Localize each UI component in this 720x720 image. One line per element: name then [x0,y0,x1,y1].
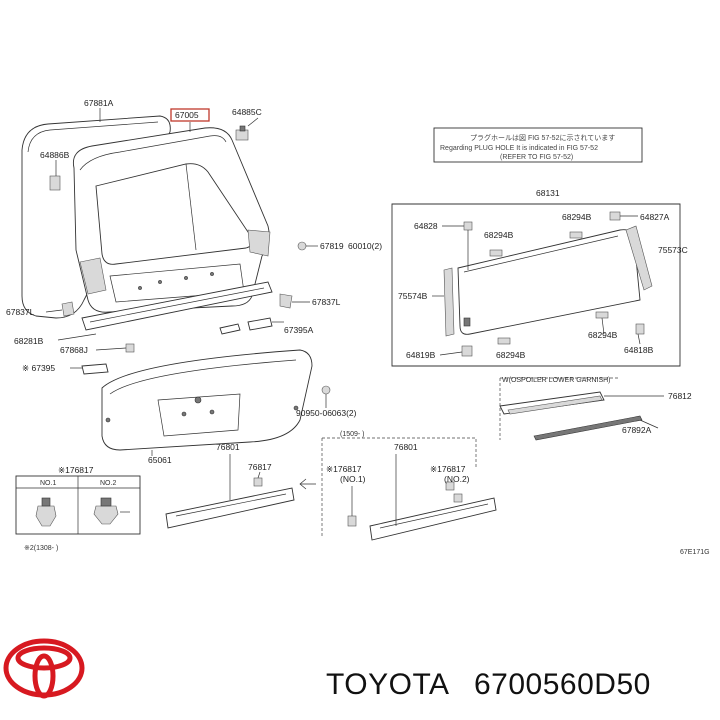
label-76817-no1: ※176817 [326,464,362,474]
arrow-left-icon [299,478,316,490]
spoiler-lower-garnish-group [499,377,664,441]
label-67892A: 67892A [622,425,652,435]
label-75573C: 75573C [658,245,688,255]
label-76801-right: 76801 [394,442,418,452]
hinge-67837L [279,293,310,309]
label-67395: ※ 67395 [22,363,55,373]
label-67881A: 67881A [84,98,114,108]
label-76817-box: ※176817 [58,465,94,475]
note-line-1: プラグホールは図 FIG 57-52に示されています [470,133,615,142]
highlight-box-67005 [170,108,210,122]
label-spoiler-garnish: W(OSPOILER LOWER GARNISH) [502,377,611,384]
label-76817-no2: ※176817 [430,464,466,474]
label-64818B: 64818B [624,345,654,355]
label-68294B-a: 68294B [484,230,514,240]
seal-68281B [57,333,97,341]
label-76817-no2-sub: (NO.2) [444,474,470,484]
label-68294B-b: 68294B [562,212,592,222]
label-75574B: 75574B [398,291,428,301]
label-76801-left: 76801 [216,442,240,452]
clip-67868J [95,343,135,353]
part-number: 6700560D50 [474,668,651,701]
clip-64885C [235,117,259,141]
label-68294B-d: 68294B [496,350,526,360]
label-64819B: 64819B [406,350,436,360]
note-line-3: (REFER TO FIG 57-52) [500,154,573,161]
label-76817-no1-sub: (NO.1) [340,474,366,484]
bolt-67819 [297,241,318,251]
garnish-67395A [219,317,284,335]
label-67395A: 67395A [284,325,314,335]
garnish-67395 [70,363,109,375]
label-76817-left: 76817 [248,462,272,472]
brand-name: TOYOTA [326,668,450,701]
label-64828: 64828 [414,221,438,231]
clip-inset-box [15,475,141,535]
label-68131: 68131 [536,188,560,198]
label-67868J: 67868J [60,345,88,355]
toyota-logo [3,638,85,699]
label-64827A: 64827A [640,212,670,222]
label-1509: (1509- ) [340,431,365,438]
label-76812: 76812 [668,391,692,401]
label-90950: 90950-06063(2) [296,408,357,418]
label-67837L-right: 67837L [312,297,341,307]
label-60010: 60010(2) [348,241,382,251]
group-bracket [321,437,477,536]
clip-64886B [49,160,61,191]
label-no1: NO.1 [40,480,56,487]
hinge-left-67837L [45,301,75,317]
note-line-2: Regarding PLUG HOLE It is indicated in F… [440,145,598,152]
label-68294B-c: 68294B [588,330,618,340]
label-2-1308: ※2(1308- ) [24,545,58,552]
label-68281B: 68281B [14,336,44,346]
garnish-76801-right [347,454,497,541]
back-door-panel-67005 [72,127,271,313]
label-diagram-code: 67E171G [680,549,710,556]
note-box [433,127,643,163]
garnish-76801-left [165,454,295,529]
trim-panel-65061 [101,349,313,456]
label-67837L-left: 67837L [6,307,35,317]
label-64886B: 64886B [40,150,70,160]
label-67005: 67005 [175,110,199,120]
back-glass-group-68131 [391,203,681,367]
moulding-strip [81,281,273,331]
label-65061: 65061 [148,455,172,465]
label-no2: NO.2 [100,480,116,487]
label-64885C: 64885C [232,107,262,117]
clip-90950-06063 [321,385,331,408]
callout-labels: 67881A 67005 64885C 64886B 67819 60010(2… [6,98,710,556]
label-67819: 67819 [320,241,344,251]
